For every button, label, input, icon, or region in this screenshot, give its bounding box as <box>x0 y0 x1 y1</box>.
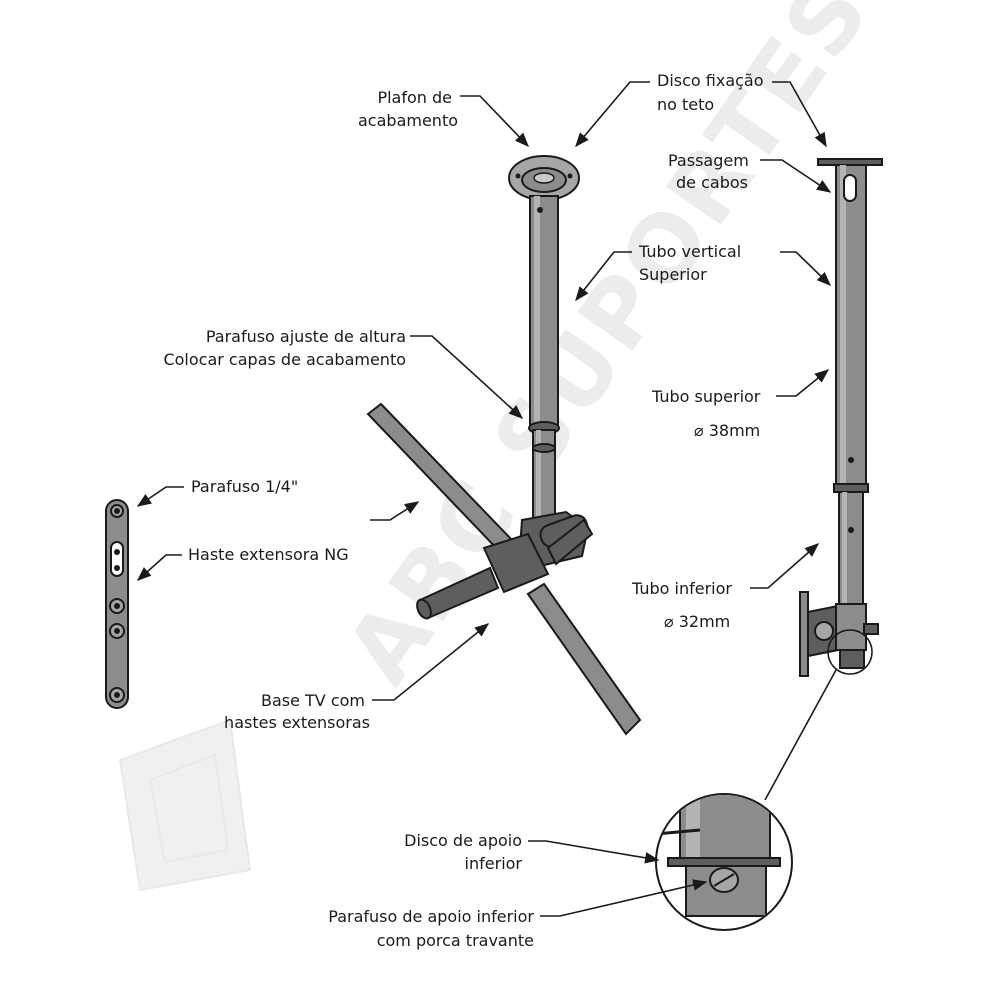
label-disco-fixacao-line1: Disco fixação <box>657 71 764 90</box>
ceiling-plate-hole <box>533 172 555 184</box>
label-base-tv-line1: Base TV com <box>261 691 365 710</box>
wall-bracket-side <box>799 591 809 677</box>
label-passagem-line1: Passagem <box>668 151 749 170</box>
tilt-head-side <box>835 603 867 651</box>
label-plafon-line1: Plafon de <box>377 88 452 107</box>
cable-slot <box>843 174 857 202</box>
label-disco-fixacao-line2: no teto <box>657 95 714 114</box>
extension-bar <box>105 499 129 709</box>
label-plafon-line2: acabamento <box>358 111 458 130</box>
watermark-logo-icon <box>118 718 252 892</box>
label-disco-apoio-line1: Disco de apoio <box>404 831 522 850</box>
tube-joint-side <box>833 483 869 493</box>
label-tubo-vertical-line2: Superior <box>639 265 707 284</box>
label-base-tv-line2: hastes extensoras <box>224 713 370 732</box>
extension-arm-4 <box>546 518 594 566</box>
label-parafuso-apoio-line2: com porca travante <box>377 931 534 950</box>
label-passagem-line2: de cabos <box>676 173 748 192</box>
extension-arm-2 <box>526 582 642 736</box>
detail-magnifier <box>655 629 873 931</box>
bottom-nut-side <box>839 649 865 669</box>
side-view-mount <box>799 158 883 677</box>
label-disco-apoio-line2: inferior <box>465 854 523 873</box>
label-tubo-superior-line1: Tubo superior <box>651 387 761 406</box>
bottom-support-disc <box>667 857 781 867</box>
tv-base-plate <box>482 532 550 594</box>
label-tubo-vertical-line1: Tubo vertical <box>638 242 741 261</box>
label-parafuso-apoio-line1: Parafuso de apoio inferior <box>328 907 534 926</box>
label-tubo-superior-line2: ⌀ 38mm <box>694 421 760 440</box>
label-parafuso-14: Parafuso 1/4" <box>191 477 298 496</box>
label-parafuso-ajuste-line2: Colocar capas de acabamento <box>163 350 406 369</box>
label-tubo-inferior-line1: Tubo inferior <box>631 579 732 598</box>
main-mount <box>366 155 642 736</box>
label-haste-extensora: Haste extensora NG <box>188 545 349 564</box>
label-parafuso-ajuste-line1: Parafuso ajuste de altura <box>206 327 406 346</box>
label-tubo-inferior-line2: ⌀ 32mm <box>664 612 730 631</box>
